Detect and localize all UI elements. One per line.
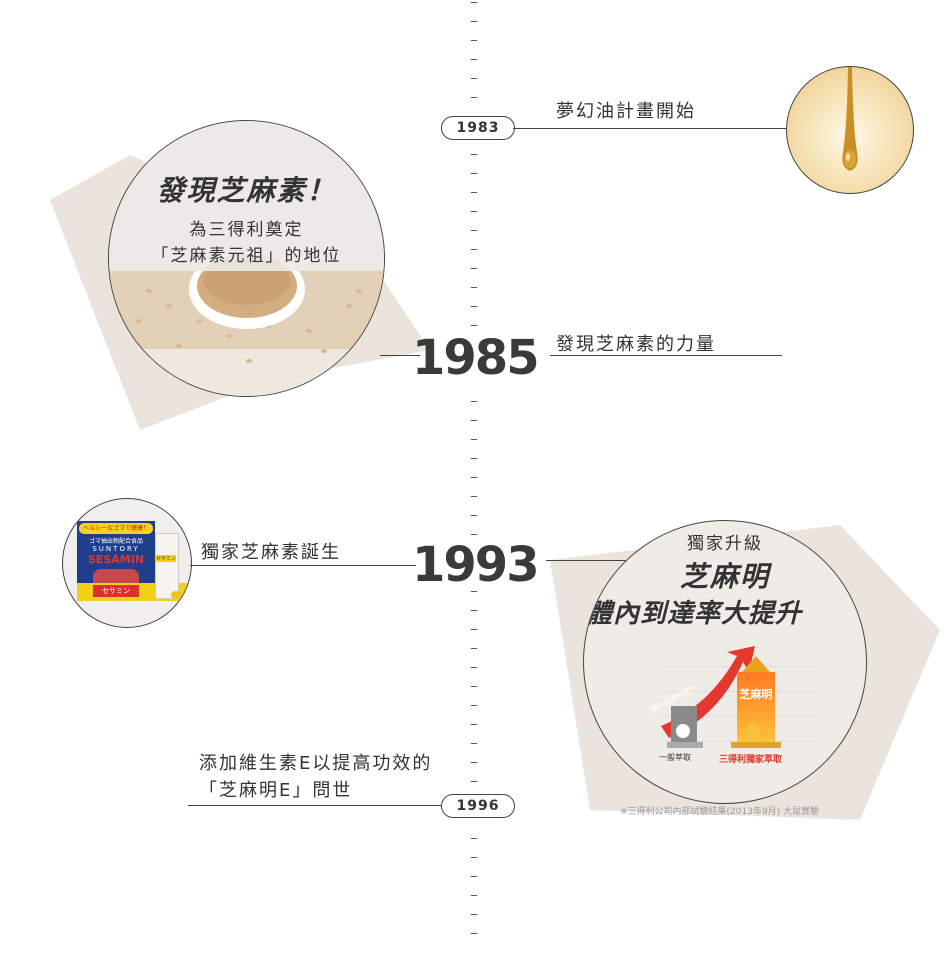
timeline-tick [471,306,477,308]
product-sticker: セサミン [93,585,139,597]
product-banner: ヘルシーなゴマで健康！ [79,523,153,534]
timeline-tick [471,629,477,631]
event-label-1985: 發現芝麻素的力量 [556,334,716,355]
timeline-tick [471,40,477,42]
timeline-tick [471,230,477,232]
timeline-tick [471,686,477,688]
timeline-tick [471,534,477,536]
timeline-tick [471,21,477,23]
crown-icon [742,656,770,672]
timeline-tick [471,78,477,80]
timeline-tick [471,192,477,194]
timeline-tick [471,287,477,289]
sesamin-headline: 發現芝麻素！ [156,174,337,207]
timeline-tick [471,667,477,669]
bar-caption-general: 一般萃取 [659,753,691,762]
sesamin-subline-2: 「芝麻素元祖」的地位 [151,246,342,266]
year-badge-1996: 1996 [441,794,515,818]
oil-drop-image [786,66,914,194]
timeline-tick [471,420,477,422]
year-1985: 1985 [412,330,540,386]
timeline-tick [471,439,477,441]
event-label-1983: 夢幻油計畫開始 [556,101,696,122]
timeline-tick [471,838,477,840]
timeline-tick [471,895,477,897]
timeline-tick [471,591,477,593]
sesamin-upgrade-panel: 獨家升級 芝麻明 體內到達率大提升 體內到達率提升 芝麻明 一般萃取 三得利獨家… [583,520,867,804]
timeline-tick [471,249,477,251]
connector-1993-left [190,565,416,566]
timeline-tick [471,458,477,460]
sesamin-subline-1: 為三得利奠定 [189,220,304,240]
connector-1985-left [380,355,420,356]
year-badge-1983: 1983 [441,116,515,140]
connector-1985-right [550,355,782,356]
timeline-tick [471,268,477,270]
event-label-1993: 獨家芝麻素誕生 [201,542,341,563]
timeline-tick [471,914,477,916]
upgrade-tag: 獨家升級 [687,534,763,554]
connector-1983 [513,128,793,129]
sesamin-product-image: ヘルシーなゴマで健康！ ゴマ抽出物配合食品 SUNTORY SESAMIN セサ… [62,498,192,628]
timeline-tick [471,648,477,650]
footnote: ※三得利公司內部試驗結果(2013年9月) 大鼠實驗 [620,807,820,817]
timeline-tick [471,496,477,498]
timeline-tick [471,154,477,156]
product-title: 芝麻明 [679,560,770,593]
timeline-tick [471,781,477,783]
absorption-headline: 體內到達率大提升 [586,599,803,629]
year-1993: 1993 [412,537,540,593]
bar-caption-suntory: 三得利獨家萃取 [719,755,783,765]
timeline-tick [471,173,477,175]
timeline-tick [471,97,477,99]
oil-drop-icon [842,67,858,171]
product-name: SESAMIN [87,553,145,566]
timeline-tick [471,933,477,935]
connector-1996 [188,805,444,806]
timeline-tick [471,2,477,4]
timeline-tick [471,211,477,213]
timeline-tick [471,857,477,859]
gold-label: 芝麻明 [739,688,773,701]
product-brand: SUNTORY [92,545,140,553]
product-bottle-label: セサミン [156,555,177,562]
timeline-tick [471,59,477,61]
comparison-chart: 體內到達率提升 芝麻明 一般萃取 三得利獨家萃取 [639,646,829,766]
connector-1993-right [546,560,626,561]
timeline-tick [471,876,477,878]
product-line1: ゴマ抽出物配合食品 [88,538,143,545]
timeline-tick [471,401,477,403]
event-label-1996-line2: 「芝麻明E」問世 [199,780,353,801]
timeline-tick [471,610,477,612]
timeline-tick [471,762,477,764]
sesame-bowl-image: 發現芝麻素！ 為三得利奠定 「芝麻素元祖」的地位 [108,120,385,397]
timeline-tick [471,743,477,745]
timeline-tick [471,515,477,517]
timeline-tick [471,705,477,707]
timeline-tick [471,724,477,726]
timeline-tick [471,477,477,479]
event-label-1996-line1: 添加維生素E以提高功效的 [199,753,433,774]
timeline-tick [471,325,477,327]
